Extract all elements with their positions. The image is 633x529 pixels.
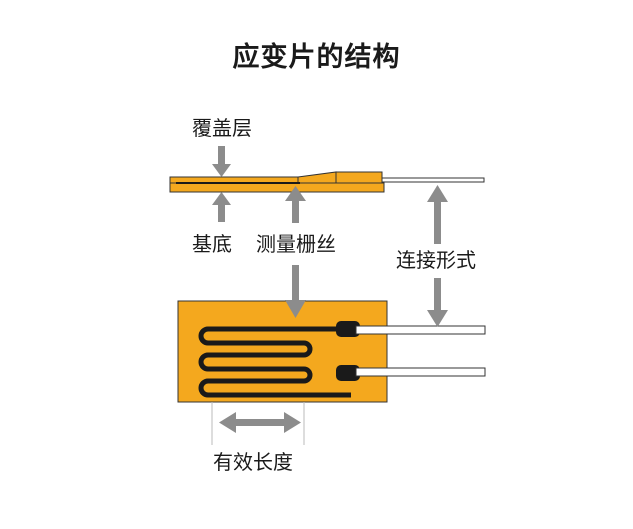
top-grid-wire (198, 326, 354, 398)
base-arrow (212, 192, 231, 222)
grid-arrow-up (285, 186, 306, 223)
cover-arrow (212, 146, 231, 177)
side-lead-wire (381, 177, 485, 183)
effective-length-arrow (219, 412, 301, 433)
top-solder-pad-upper (336, 321, 360, 337)
side-cover-taper (297, 171, 337, 184)
leads-dimension-arrow (427, 185, 448, 327)
side-solder-pad (335, 171, 383, 184)
diagram-title: 应变片的结构 (232, 42, 401, 73)
side-base-layer (169, 182, 385, 193)
top-solder-pad-lower (336, 365, 360, 381)
base-layer-label: 基底 (192, 232, 232, 256)
lead-connection-label: 连接形式 (396, 248, 476, 272)
side-view (169, 171, 485, 193)
top-lead-wire-lower (355, 367, 486, 377)
top-view (177, 300, 486, 403)
cover-layer-label: 覆盖层 (192, 116, 252, 140)
top-substrate (177, 300, 388, 403)
top-lead-wire-upper (355, 325, 486, 335)
grid-arrow-down (285, 265, 306, 318)
pointer-arrows (212, 146, 448, 433)
effective-length-label: 有效长度 (213, 450, 293, 474)
grid-wire-label: 测量栅丝 (256, 232, 336, 256)
